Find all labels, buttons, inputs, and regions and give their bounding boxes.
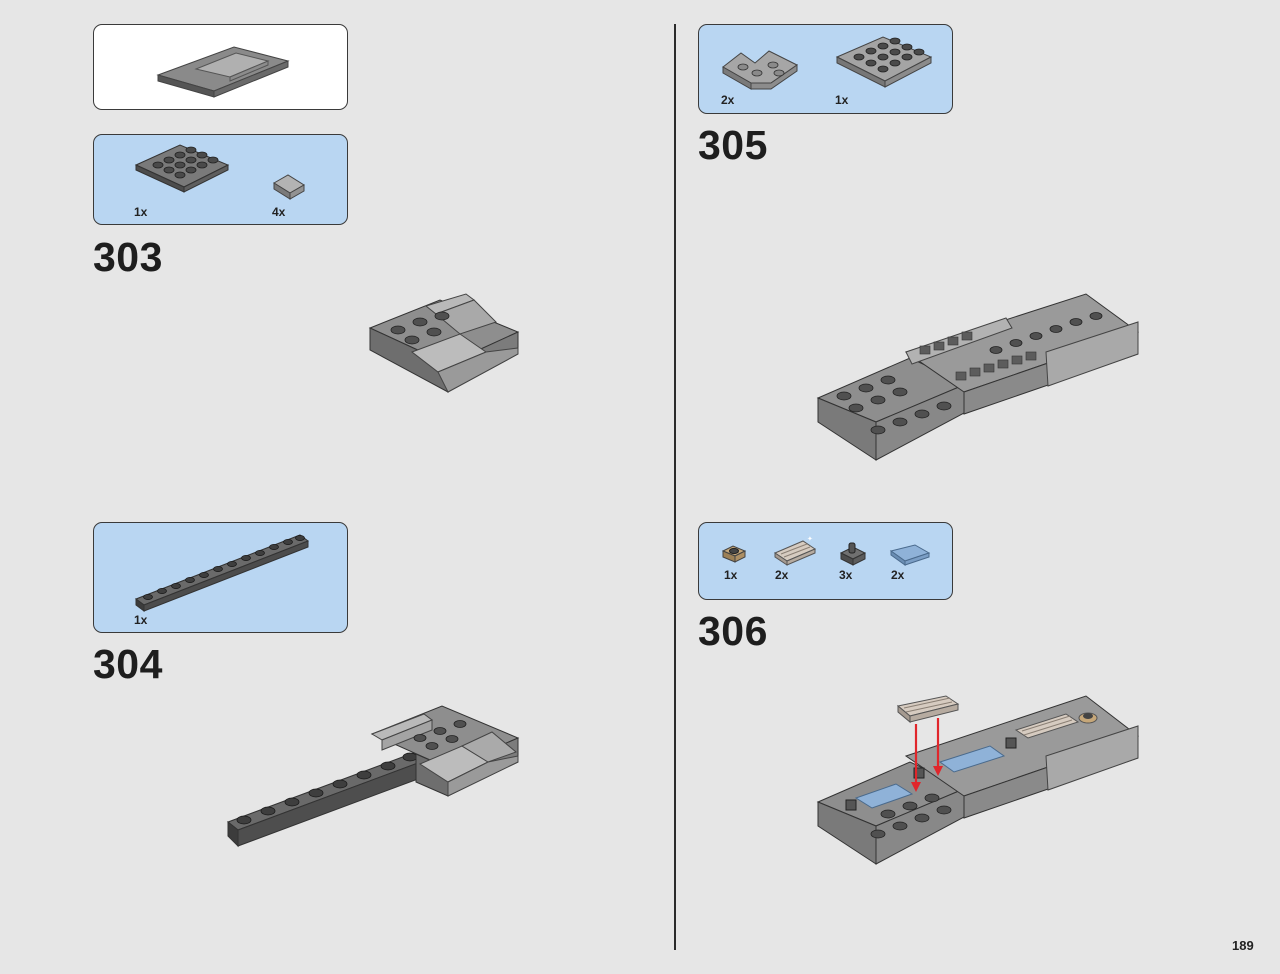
step-305-part-2-qty: 1x: [835, 93, 849, 107]
step-305-part-1-qty: 2x: [721, 93, 735, 107]
light-gray-slope-icon: [273, 174, 305, 200]
page-number: 189: [1232, 938, 1254, 953]
dark-gray-plate-1x12-icon: [134, 534, 310, 612]
step-303-part-2-qty: 4x: [272, 205, 286, 219]
step-number-306: 306: [698, 608, 768, 654]
svg-text:✦: ✦: [807, 535, 813, 543]
dark-gray-clip-plate-icon: [839, 542, 867, 566]
trans-blue-tile-icon: [889, 544, 931, 566]
step-305-assembly-image: [816, 293, 1140, 461]
dark-gray-plate-4x4-icon: [134, 144, 230, 193]
step-303-assembly-image: [368, 293, 520, 393]
tan-plate-1x1-round-icon: [721, 545, 747, 563]
step-306-part-4-qty: 2x: [891, 568, 905, 582]
step-306-part-1-qty: 1x: [724, 568, 738, 582]
step-306-part-2-qty: 2x: [775, 568, 789, 582]
page-divider: [674, 24, 676, 950]
step-304-assembly-image: [226, 705, 520, 848]
light-gray-plate-4x4-icon: [835, 36, 933, 88]
step-number-305: 305: [698, 122, 768, 168]
step-number-304: 304: [93, 641, 163, 687]
step-304-part-1-qty: 1x: [134, 613, 148, 627]
step-306-assembly-image: [816, 695, 1140, 865]
step-306-parts-box: 1x ✦ 2x 3x 2x: [698, 522, 953, 600]
step-number-303: 303: [93, 234, 163, 280]
step-305-parts-box: 2x 1x: [698, 24, 953, 114]
sub-assembly-preview-image: [156, 46, 290, 98]
light-gray-wedge-plate-icon: [722, 50, 798, 90]
assembly-preview-box: [93, 24, 348, 110]
tan-grille-tile-icon: ✦: [773, 535, 817, 566]
step-303-parts-box: 1x 4x: [93, 134, 348, 225]
step-303-part-1-qty: 1x: [134, 205, 148, 219]
step-306-part-3-qty: 3x: [839, 568, 853, 582]
step-304-parts-box: 1x: [93, 522, 348, 633]
